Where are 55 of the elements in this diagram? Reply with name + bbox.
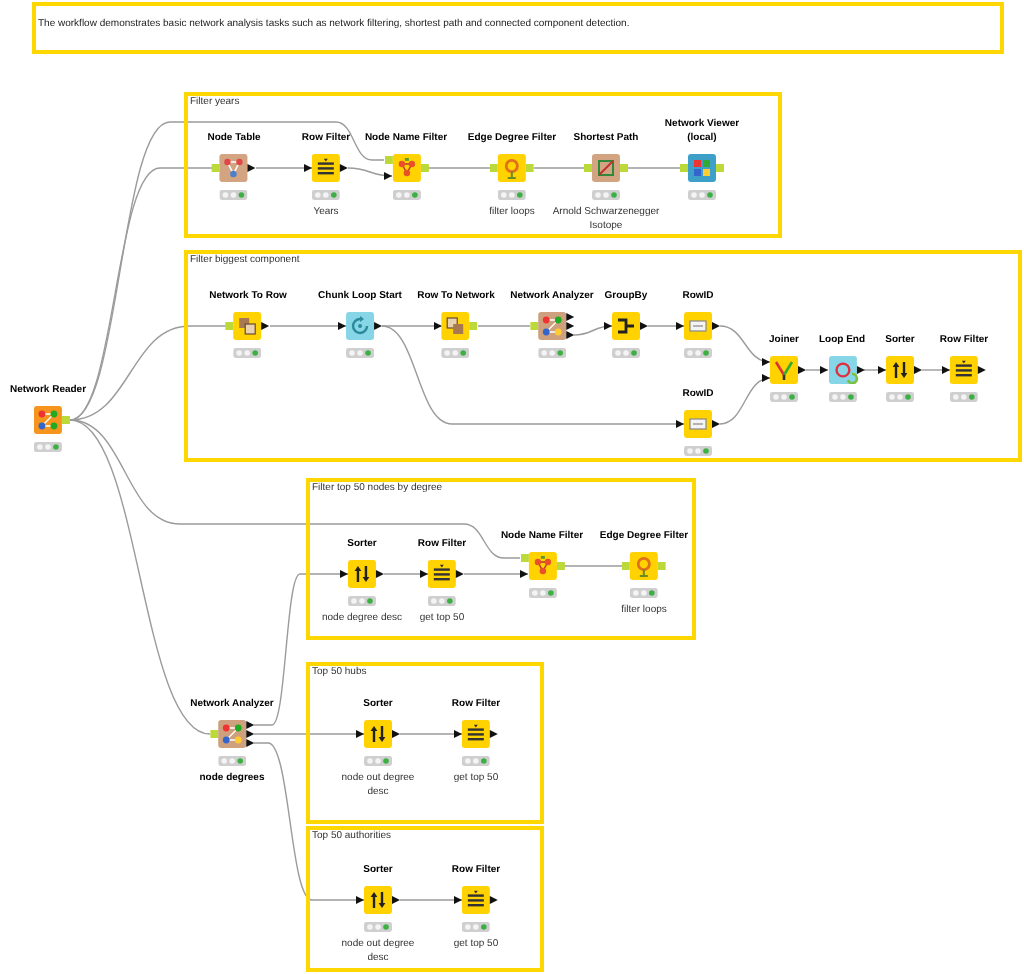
connector-line — [253, 742, 365, 904]
workflow-node — [190, 698, 274, 786]
workflow-node — [336, 698, 420, 800]
workflow-node — [510, 290, 594, 358]
connector-line — [381, 325, 685, 428]
connector-line — [347, 167, 393, 180]
connector-line — [253, 730, 365, 738]
connector-line — [533, 167, 585, 169]
workflow-node — [336, 864, 420, 966]
annotation-frame — [306, 826, 544, 972]
connector-line — [563, 565, 623, 567]
workflow-node — [364, 132, 448, 200]
connector-line — [863, 366, 887, 374]
connector-line — [69, 419, 521, 559]
connector-line — [253, 570, 349, 726]
workflow-node — [451, 864, 501, 952]
workflow-node — [318, 290, 402, 358]
annotation-frame — [306, 662, 544, 824]
connector-line — [805, 366, 829, 374]
workflow-node — [451, 698, 501, 786]
connector-line — [427, 167, 491, 169]
connector-line — [627, 167, 681, 169]
workflow-node — [321, 538, 403, 626]
connector-line — [399, 896, 463, 904]
annotation-frame — [184, 250, 1022, 462]
connector-line — [719, 375, 771, 425]
connector-line — [69, 121, 385, 421]
workflow-node — [604, 290, 648, 358]
connector-line — [255, 164, 313, 172]
workflow-node — [301, 132, 351, 220]
connector-line — [477, 325, 531, 327]
workflow-node — [417, 290, 495, 358]
workflow-node — [9, 384, 87, 452]
connector-line — [69, 419, 211, 735]
workflow-node — [209, 290, 287, 358]
connector-line — [381, 322, 443, 330]
connector-line — [463, 570, 529, 578]
connector-line — [647, 322, 685, 330]
workflow-node — [599, 530, 689, 618]
connector-line — [573, 322, 613, 336]
workflow-node — [939, 334, 989, 402]
workflow-node — [500, 530, 584, 598]
connector-line — [719, 325, 771, 365]
connector-line — [69, 325, 227, 421]
workflow-node — [417, 538, 467, 626]
workflow-node — [207, 132, 261, 200]
connector-line — [921, 366, 951, 374]
note-box — [32, 2, 1004, 54]
connector-line — [269, 322, 347, 330]
annotation-frame — [184, 92, 782, 238]
workflow-node — [467, 132, 557, 220]
workflow-node — [818, 334, 866, 402]
connector-line — [399, 730, 463, 738]
connector-line — [383, 570, 429, 578]
annotation-frame — [306, 478, 696, 640]
